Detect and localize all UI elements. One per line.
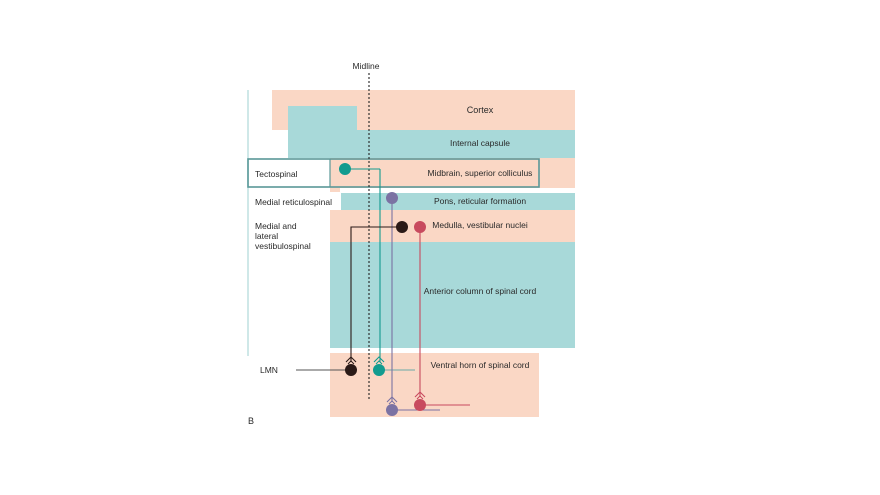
lateral-vestibulospinal-synapse: [414, 391, 426, 398]
medial-reticulospinal-label: Medial reticulospinal: [255, 197, 332, 207]
internal-capsule-band: [288, 106, 575, 158]
tectospinal-highlight-box: [247, 158, 540, 188]
lateral-vestibulospinal-synapse-inner: [416, 395, 424, 400]
lmn-label: LMN: [260, 365, 278, 375]
medial-vestibulospinal-synapse-inner: [347, 360, 355, 365]
ventral-horn-label: Ventral horn of spinal cord: [431, 360, 530, 370]
reticulospinal-synapse: [386, 396, 398, 403]
medulla-label: Medulla, vestibular nuclei: [432, 220, 528, 230]
tectospinal-synapse-inner: [375, 360, 383, 365]
ventral-horn-band: [330, 353, 539, 417]
tectospinal-label: Tectospinal: [255, 169, 298, 179]
anterior-column-label: Anterior column of spinal cord: [424, 286, 537, 296]
internal-capsule-label: Internal capsule: [450, 138, 510, 148]
medial-vestibulospinal-neuron: [396, 221, 408, 233]
medulla-band: [330, 210, 575, 242]
reticulospinal-synapse-inner: [388, 400, 396, 405]
vestibulospinal-label-line1: Medial and: [255, 221, 297, 231]
lateral-vestibulospinal-lmn-neuron: [414, 399, 426, 411]
lateral-vestibulospinal-neuron: [414, 221, 426, 233]
panel-label: B: [248, 416, 254, 426]
tectospinal-lmn-neuron: [373, 364, 385, 376]
reticulospinal-lmn-neuron: [386, 404, 398, 416]
midline-label: Midline: [353, 61, 380, 71]
anterior-column-band: [330, 242, 575, 348]
vestibulospinal-label-line3: vestibulospinal: [255, 241, 311, 251]
medial-vestibulospinal-axon: [350, 226, 402, 362]
midbrain-label: Midbrain, superior colliculus: [428, 168, 533, 178]
midbrain-band: [330, 158, 575, 188]
vestibulospinal-label-line2: lateral: [255, 231, 278, 241]
tectospinal-synapse: [373, 356, 385, 363]
medial-vestibulospinal-lmn-neuron: [345, 364, 357, 376]
medial-vestibulospinal-synapse: [345, 356, 357, 363]
cortex-label: Cortex: [467, 105, 494, 115]
medial-reticulospinal-label-bg: [249, 192, 341, 210]
tectospinal-neuron: [339, 163, 351, 175]
reticulospinal-neuron: [386, 192, 398, 204]
pons-label: Pons, reticular formation: [434, 196, 526, 206]
